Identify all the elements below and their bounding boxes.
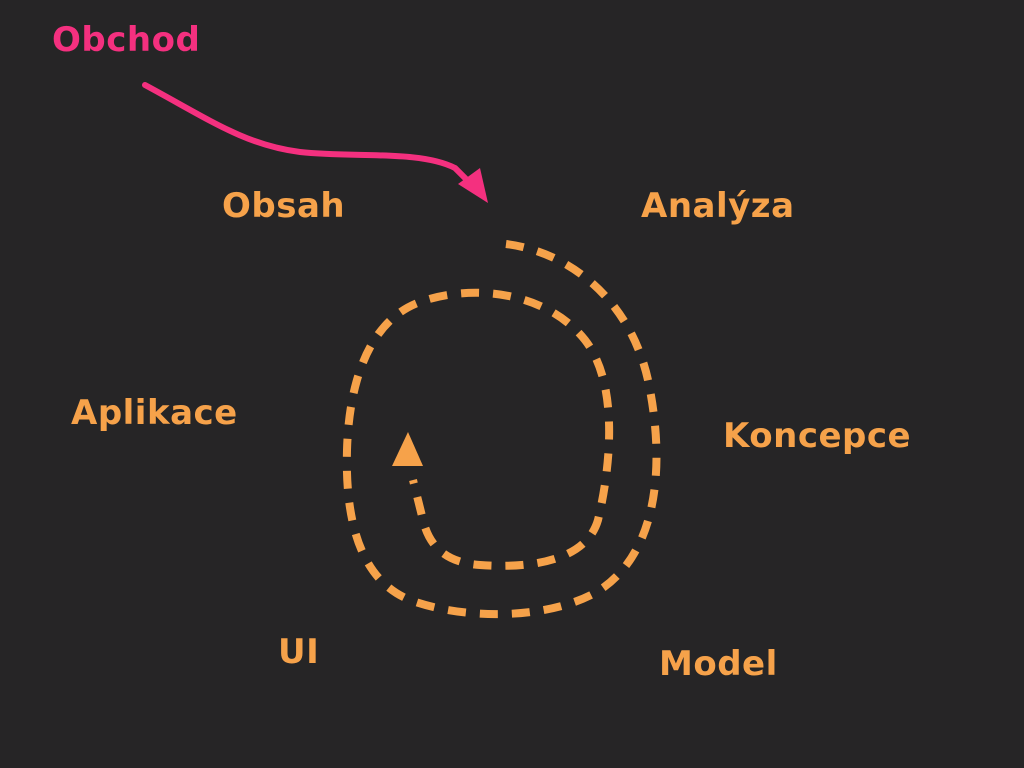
label-obsah: Obsah [222, 186, 346, 226]
business-entry-arrowhead [458, 168, 488, 203]
label-analyza: Analýza [641, 186, 795, 226]
outer-dashed-loop [342, 240, 661, 619]
label-model: Model [659, 644, 778, 684]
label-ui: UI [278, 632, 320, 672]
label-obchod: Obchod [52, 20, 201, 60]
cycle-arrowhead [392, 432, 423, 466]
business-entry-arrow [142, 82, 473, 186]
label-koncepce: Koncepce [723, 416, 912, 456]
label-aplikace: Aplikace [71, 393, 238, 433]
